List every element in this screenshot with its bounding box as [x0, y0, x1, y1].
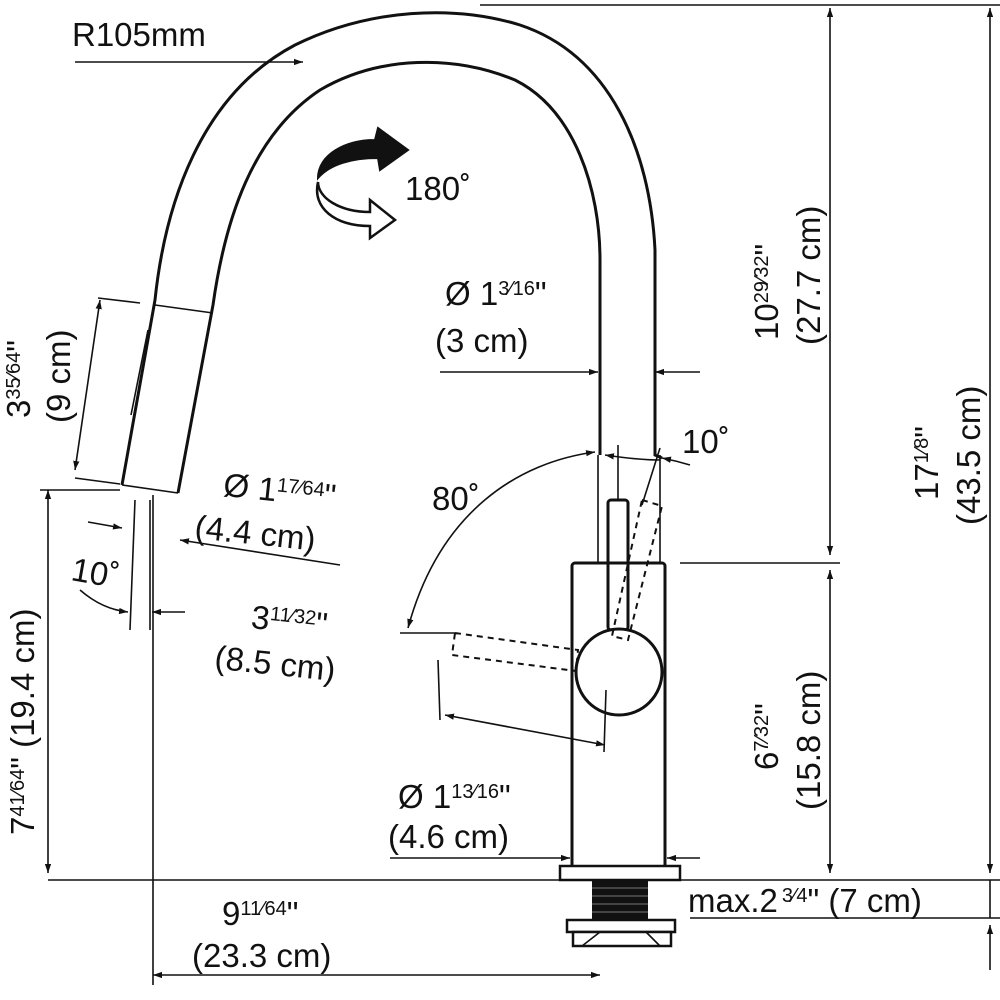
spout-outer-contour [120, 11, 663, 486]
svg-text:311⁄32": 311⁄32" [249, 598, 329, 643]
svg-text:Ø 113⁄16": Ø 113⁄16" [398, 778, 511, 815]
reach-label: 911⁄64" (23.3 cm) [192, 895, 331, 974]
handle-angle-small-label: 10˚ [682, 423, 730, 460]
dimension-labels: R105mm 180˚ Ø 13⁄16" (3 cm) 1029⁄32" (27… [0, 16, 987, 974]
svg-text:max.23⁄4" (7 cm): max.23⁄4" (7 cm) [688, 882, 922, 919]
base-ring [558, 864, 682, 882]
radius-label: R105mm [72, 16, 206, 53]
threaded-shank [592, 880, 648, 920]
head-diameter-label: Ø 117⁄64" (4.4 cm) [193, 466, 338, 558]
spout-height-label: 1029⁄32" (27.7 cm) [748, 206, 827, 345]
spray-head-detail [130, 329, 149, 416]
svg-text:(4.4 cm): (4.4 cm) [193, 508, 317, 557]
spout-collar [597, 455, 661, 563]
dimension-lines [40, 4, 1000, 985]
svg-text:(23.3 cm): (23.3 cm) [192, 937, 331, 974]
svg-text:(15.8 cm): (15.8 cm) [790, 671, 827, 810]
rotation-arrow-icon [315, 126, 410, 241]
svg-text:(8.5 cm): (8.5 cm) [213, 639, 337, 688]
base-diameter-label: Ø 113⁄16" (4.6 cm) [388, 778, 511, 855]
svg-text:1029⁄32": 1029⁄32" [748, 244, 785, 340]
svg-text:(3 cm): (3 cm) [435, 322, 529, 359]
svg-text:335⁄64": 335⁄64" [0, 340, 37, 418]
spray-head-joint [154, 304, 214, 314]
spout-diameter-label: Ø 13⁄16" (3 cm) [435, 275, 547, 359]
head-angle-label: 10˚ [69, 550, 122, 595]
svg-text:67⁄32": 67⁄32" [748, 703, 785, 770]
total-height-label: 171⁄8" (43.5 cm) [908, 386, 987, 525]
handle-angle-large-label: 80˚ [432, 480, 480, 517]
handle-position-tilted [610, 498, 664, 642]
svg-text:171⁄8": 171⁄8" [908, 426, 945, 500]
svg-text:(43.5 cm): (43.5 cm) [950, 386, 987, 525]
handle-position-horizontal [450, 631, 580, 673]
svg-text:(27.7 cm): (27.7 cm) [790, 206, 827, 345]
handle-hub [574, 627, 664, 717]
svg-text:Ø 117⁄64": Ø 117⁄64" [222, 466, 338, 515]
svg-text:741⁄64" (19.4 cm): 741⁄64" (19.4 cm) [4, 609, 41, 835]
svg-text:911⁄64": 911⁄64" [222, 895, 298, 932]
handle-length-label: 311⁄32" (8.5 cm) [213, 598, 337, 688]
rotation-label: 180˚ [405, 170, 471, 207]
head-length-label: 335⁄64" (9 cm) [0, 330, 77, 424]
outlet-height-label: 741⁄64" (19.4 cm) [4, 609, 41, 835]
svg-text:(4.6 cm): (4.6 cm) [388, 818, 509, 855]
svg-text:(9 cm): (9 cm) [40, 330, 77, 424]
body-height-label: 67⁄32" (15.8 cm) [748, 671, 827, 810]
faucet-outline [120, 11, 682, 948]
svg-text:Ø 13⁄16": Ø 13⁄16" [445, 275, 547, 312]
spray-head-tip [121, 484, 179, 494]
mounting-washer [565, 918, 677, 948]
spout-inner-contour [176, 60, 602, 494]
